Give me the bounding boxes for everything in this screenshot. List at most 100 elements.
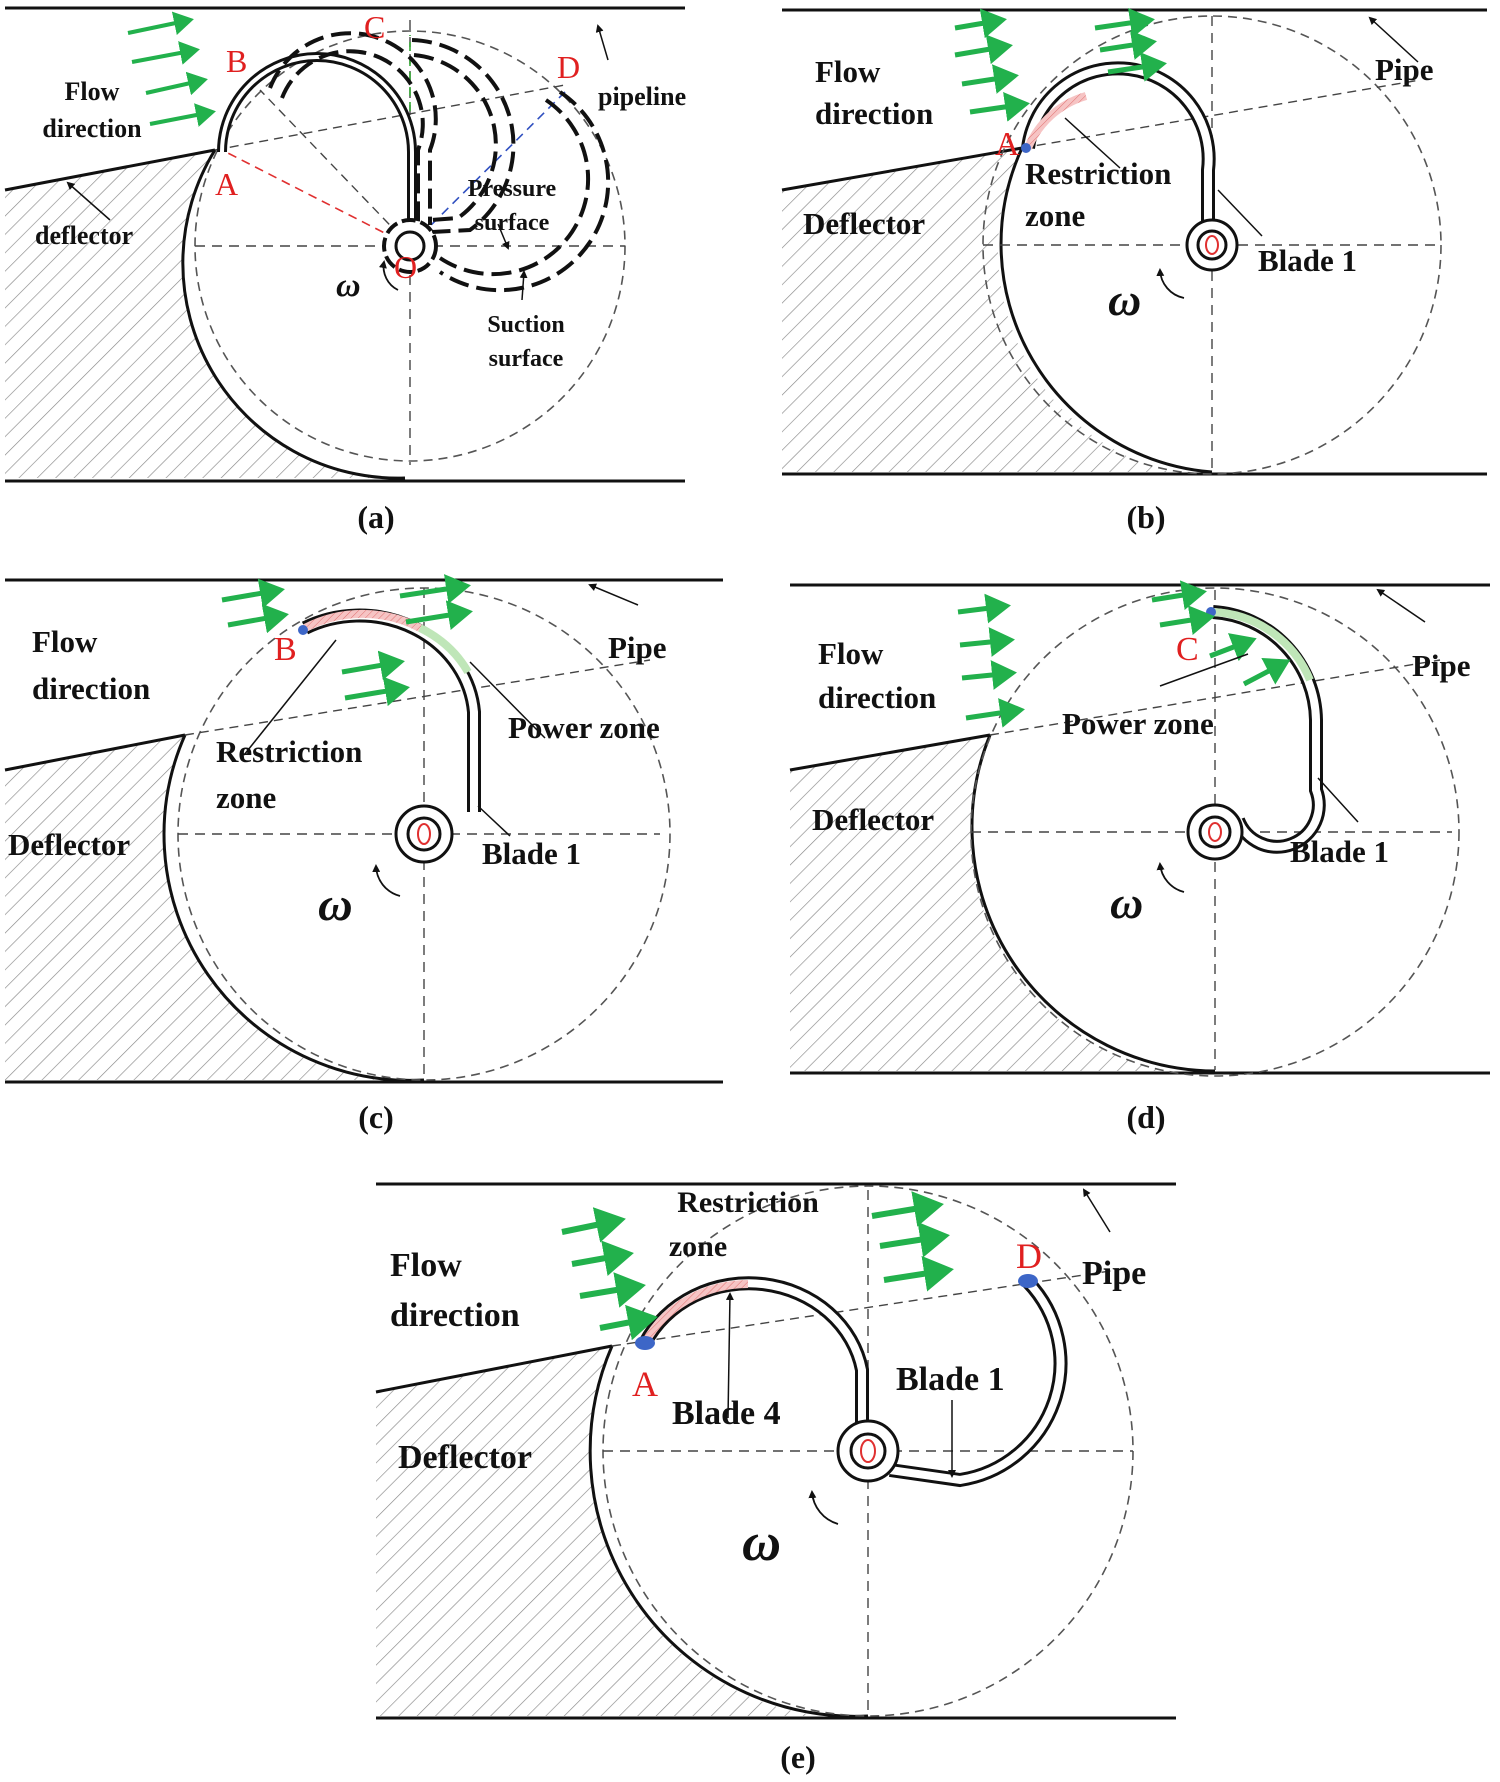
flow-arrows — [221, 574, 473, 707]
deflector-hatch — [5, 735, 380, 1080]
flow-arrow — [1151, 580, 1207, 610]
caption-c: (c) — [358, 1099, 394, 1135]
caption-d: (d) — [1126, 1099, 1165, 1135]
restriction-zone-label: zone — [216, 780, 276, 815]
blade-b-outline — [268, 31, 438, 225]
chord — [1021, 79, 1421, 149]
deflector-edge — [789, 733, 991, 772]
restriction-zone-label: Restriction — [216, 734, 362, 769]
flow-arrows — [127, 11, 216, 127]
deflector-hatch — [376, 1346, 820, 1716]
blade-b-inner — [280, 49, 425, 225]
point-D-marker — [1018, 1274, 1038, 1288]
deflector-label: Deflector — [8, 827, 130, 862]
blade-leader — [1217, 189, 1263, 237]
blade-d-outline — [438, 90, 611, 293]
pressure-surface-label: Pressure — [468, 176, 557, 202]
power-zone-label: Power zone — [1062, 706, 1214, 741]
flow-arrow — [1209, 633, 1257, 662]
flow-arrow — [954, 34, 1013, 65]
blade-a-inner — [220, 55, 414, 232]
point-marker — [1021, 143, 1031, 153]
blade-c-outline — [411, 38, 516, 234]
flow-arrow — [969, 92, 1030, 122]
flow-arrow — [1242, 657, 1291, 687]
panel-d: Flow direction Pipe Deflector Power zone… — [789, 580, 1490, 1135]
radius-OB — [259, 89, 411, 247]
flow-direction-label: direction — [815, 96, 933, 131]
radius-OA — [221, 149, 411, 247]
point-O-label: O — [394, 249, 417, 285]
blade-1-label: Blade 1 — [1290, 834, 1389, 869]
deflector-label: Deflector — [803, 206, 925, 241]
point-A-label: A — [995, 126, 1020, 163]
blade-c-inner — [413, 53, 498, 222]
restriction-zone-label: Restriction — [1025, 156, 1171, 191]
flow-direction-label: Flow — [65, 77, 120, 106]
restriction-zone-fill — [1024, 92, 1088, 150]
deflector-hatch — [5, 150, 395, 478]
deflector-hatch — [790, 735, 1170, 1071]
chord — [184, 659, 651, 736]
pipe-leader — [1368, 16, 1419, 63]
suction-leader — [519, 270, 528, 301]
flow-arrow — [341, 650, 405, 681]
flow-arrow — [959, 627, 1015, 657]
power-zone-fill — [1212, 608, 1314, 682]
flow-arrow — [879, 1221, 950, 1258]
restriction-zone-label: zone — [1025, 198, 1085, 233]
omega-label: ω — [1110, 877, 1143, 928]
hub-inner — [1196, 229, 1228, 261]
suction-surface-label: Suction — [487, 312, 564, 338]
blade-4-label: Blade 4 — [672, 1395, 781, 1432]
flow-arrow — [405, 600, 473, 630]
blade-d-inner — [438, 98, 591, 277]
deflector-label: Deflector — [812, 802, 934, 837]
deflector-arc — [588, 1345, 869, 1718]
point-A-label: A — [215, 166, 238, 202]
flow-arrows — [957, 580, 1291, 728]
flow-arrow — [227, 603, 289, 634]
pipe-label: Pipe — [1412, 648, 1471, 683]
blade-1-label: Blade 1 — [1258, 243, 1357, 278]
flow-arrow — [149, 103, 216, 127]
panel-c: Flow direction Pipe Deflector Restrictio… — [4, 574, 723, 1135]
flow-direction-label: direction — [390, 1297, 520, 1334]
panel-a: Flow direction pipeline deflector Pressu… — [4, 6, 686, 535]
hub-inner — [394, 230, 426, 262]
flow-arrow — [221, 578, 285, 609]
rotation-arrow — [1156, 268, 1185, 299]
flow-arrow — [127, 11, 194, 36]
flow-arrow — [961, 64, 1019, 94]
chord — [989, 659, 1441, 736]
blade-4-leader — [725, 1292, 734, 1419]
pipe-leader — [588, 583, 639, 606]
flow-arrow — [399, 574, 471, 604]
deflector-hatch — [782, 148, 1170, 472]
deflector-arc — [181, 149, 406, 480]
blade-1-inner — [889, 1279, 1065, 1485]
blade-leader — [1317, 777, 1359, 823]
point-A-marker — [635, 1336, 655, 1350]
pipe-label: Pipe — [608, 630, 667, 665]
flow-direction-label: Flow — [818, 636, 884, 671]
flow-arrow — [1099, 30, 1157, 60]
restriction-zone-label: zone — [669, 1230, 727, 1263]
pressure-leader — [497, 223, 510, 250]
flow-arrow — [957, 593, 1011, 624]
chord — [611, 1267, 1131, 1347]
deflector-arc — [970, 734, 1216, 1073]
flow-direction-label: direction — [818, 680, 936, 715]
restriction-leader — [243, 639, 337, 756]
flow-direction-label: direction — [32, 671, 150, 706]
pipeline-label: pipeline — [598, 82, 686, 111]
flow-arrow — [145, 71, 208, 96]
pipe-leader — [1082, 1188, 1111, 1233]
power-leader — [1159, 653, 1249, 687]
flow-arrow — [131, 41, 200, 65]
rotation-arrow — [372, 864, 401, 897]
power-leader — [469, 661, 546, 739]
deflector-edge — [4, 148, 216, 192]
power-zone-label: Power zone — [508, 710, 660, 745]
